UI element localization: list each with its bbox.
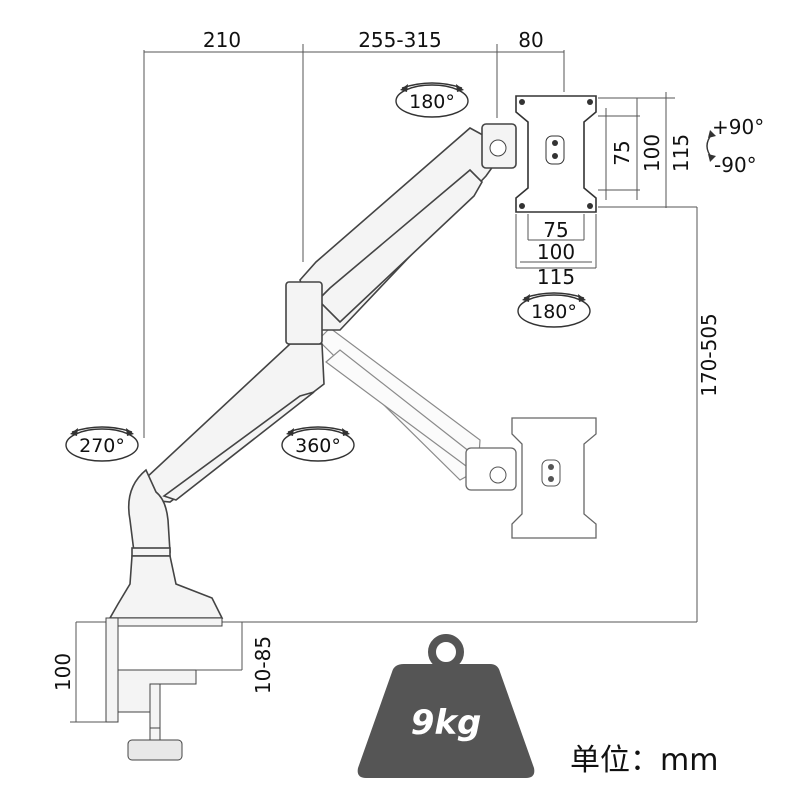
lower-arm xyxy=(145,281,325,503)
dim-clamp-height: 100 xyxy=(51,653,75,691)
tilt-down-label: -90° xyxy=(714,153,757,177)
vesa-bottom-100: 100 xyxy=(537,240,575,264)
vesa-right-115: 115 xyxy=(669,134,693,172)
weight-label: 9kg xyxy=(411,703,482,743)
rotation-arm-label: 360° xyxy=(295,435,341,457)
rotation-badge-bottom: 180° xyxy=(517,292,591,328)
dim-80: 80 xyxy=(518,28,543,52)
dim-210: 210 xyxy=(203,28,241,52)
rotation-base-label: 270° xyxy=(79,435,125,457)
rotation-badge-top: 180° xyxy=(395,82,469,118)
top-dimension-lines xyxy=(143,44,565,438)
vesa-bottom-115: 115 xyxy=(537,265,575,289)
vesa-bottom-dimension-lines xyxy=(515,214,597,269)
vesa-right-dimension-lines xyxy=(598,92,675,208)
dim-desk-thickness: 10-85 xyxy=(251,636,275,694)
unit-label: 单位：mm xyxy=(570,743,718,778)
desk-clamp xyxy=(105,617,223,761)
vesa-right-75: 75 xyxy=(610,140,634,165)
rotation-bottom-label: 180° xyxy=(531,301,577,323)
vesa-plate-lower xyxy=(511,417,597,539)
clamp-dimension-lines xyxy=(70,622,243,723)
vesa-bottom-75: 75 xyxy=(543,218,568,242)
dim-255-315: 255-315 xyxy=(358,28,442,52)
rotation-top-label: 180° xyxy=(409,91,455,113)
weight-icon: 9kg xyxy=(357,634,535,778)
tilt-indicator: +90° -90° xyxy=(706,115,764,177)
tilt-up-label: +90° xyxy=(712,115,764,139)
rotation-badge-arm: 360° xyxy=(281,426,355,462)
vesa-plate-upper xyxy=(515,95,597,213)
vesa-right-100: 100 xyxy=(640,134,664,172)
lower-arm-ghost xyxy=(317,327,517,491)
upper-arm xyxy=(299,123,517,331)
dim-height-range: 170-505 xyxy=(697,313,721,397)
rotation-badge-base: 270° xyxy=(65,426,139,462)
